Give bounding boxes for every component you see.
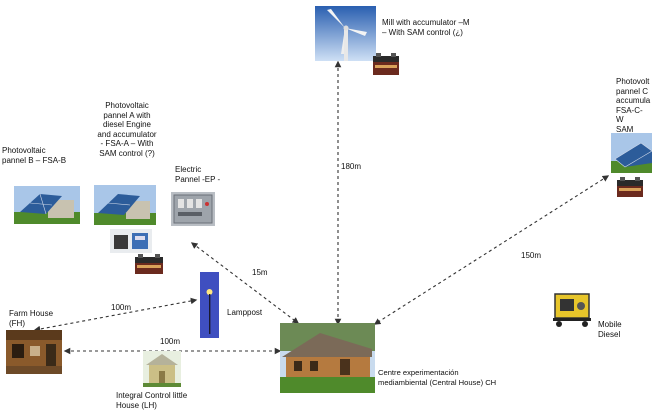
electric-panel-label: Electric Pannel -EP - (175, 165, 221, 184)
central-house-photo (280, 323, 375, 393)
central-house-label: Centre experimentación mediambiental (Ce… (378, 368, 497, 387)
distance-ep-ch: 15m (252, 268, 268, 277)
pannel-a-solar-icon (94, 185, 156, 225)
lamppost-label: Lamppost (227, 308, 263, 317)
control-house-label: Integral Control little House (LH) (116, 391, 188, 410)
link-pannel-c-ch (373, 175, 610, 325)
pannel-a-label: Photovoltaic pannel A with diesel Engine… (97, 101, 157, 158)
farm-house-label: Farm House (FH) (9, 309, 54, 328)
pannel-b-label: Photovoltaic pannel B – FSA-B (2, 146, 67, 165)
mobile-diesel-label: Mobile Diesel (598, 320, 622, 339)
generator-icon (549, 284, 595, 329)
mill-label: Mill with accumulator –M – With SAM cont… (382, 18, 470, 37)
control-house-icon (143, 351, 181, 387)
electric-panel-icon (171, 192, 215, 226)
pannel-c-label: Photovolt pannel C accumula FSA-C- W SAM (616, 77, 651, 134)
link-ep-ch (190, 242, 300, 324)
pannel-a-diesel-engine-icon (110, 229, 152, 253)
distance-fh-ch: 100m (160, 337, 181, 346)
pannel-a-battery-icon (134, 253, 164, 275)
pannel-b-solar-icon (14, 186, 80, 224)
wind-turbine-icon (315, 6, 376, 61)
distance-pannel-c-ch: 150m (521, 251, 542, 260)
distance-mill-ch: 180m (341, 162, 362, 171)
pannel-c-battery-icon (616, 176, 644, 198)
lamppost-icon (200, 272, 219, 338)
farm-house-photo (6, 330, 62, 374)
mill-battery-icon (372, 52, 400, 76)
pannel-c-solar-icon (611, 133, 652, 173)
distance-fh-lamppost: 100m (111, 303, 132, 312)
